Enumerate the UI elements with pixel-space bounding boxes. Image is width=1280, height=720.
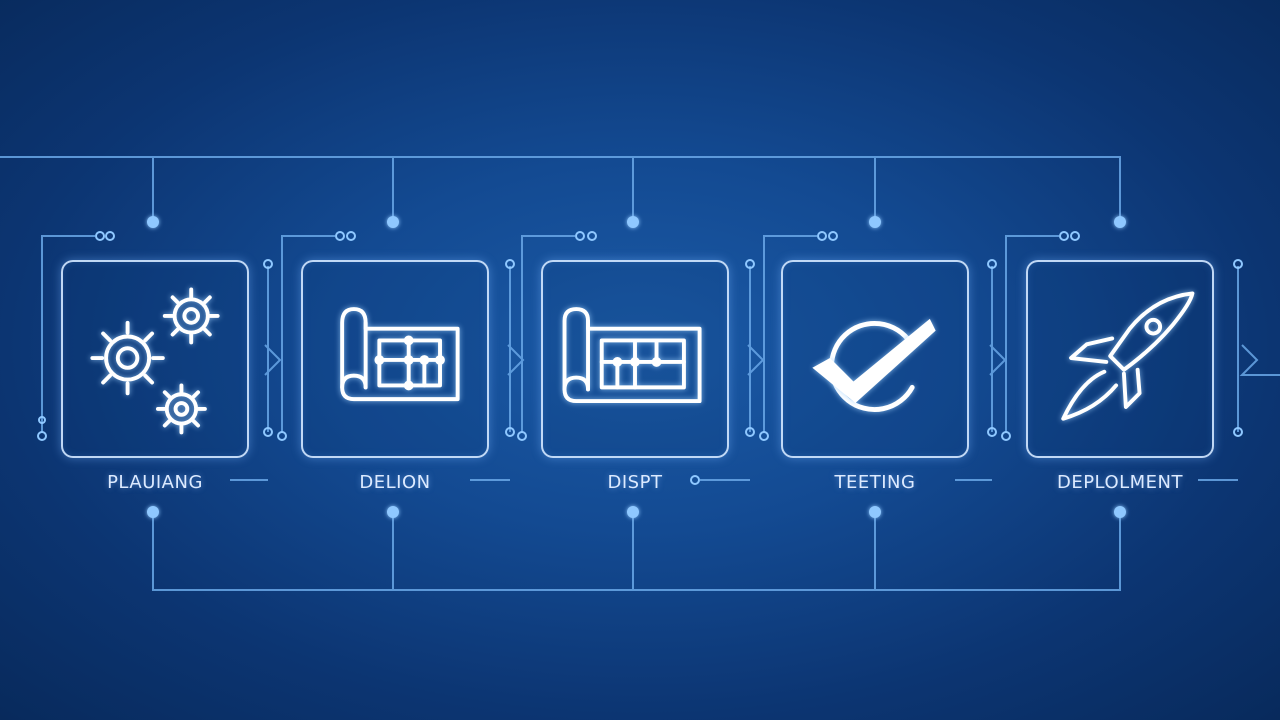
stage-card-deployment xyxy=(1026,260,1214,458)
stage-label-deployment: DEPLOLMENT xyxy=(1056,472,1184,493)
stage-label-design: DELION xyxy=(359,472,431,493)
stage-label-testing: TEETING xyxy=(834,472,916,493)
checkmark-icon xyxy=(812,318,936,412)
blueprint-icon xyxy=(562,307,702,404)
stage-card-design xyxy=(301,260,489,458)
stage-card-planning xyxy=(61,260,249,458)
stage-label-development: DISPT xyxy=(607,472,663,493)
stage-label-planning: PLAUIANG xyxy=(107,472,203,493)
stage-card-development xyxy=(541,260,729,458)
blueprint-icon xyxy=(340,307,460,402)
stage-card-testing xyxy=(781,260,969,458)
gears-icon xyxy=(90,287,220,435)
rocket-icon xyxy=(1061,291,1195,421)
